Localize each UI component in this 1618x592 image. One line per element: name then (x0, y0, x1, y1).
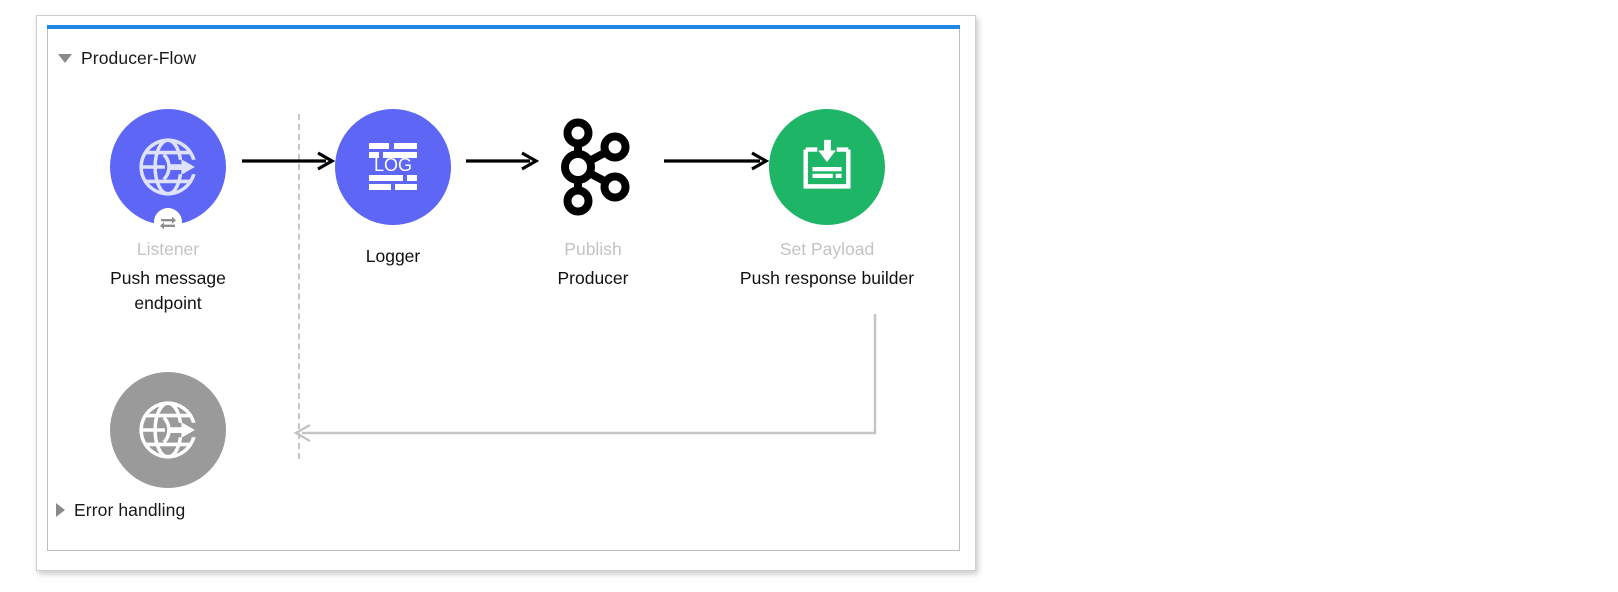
section-header-error-handling[interactable]: Error handling (56, 499, 185, 521)
listener-name-label: Push message endpoint (110, 267, 226, 313)
triangle-right-icon[interactable] (56, 503, 65, 517)
error-section-label: Error handling (74, 499, 186, 520)
triangle-down-icon[interactable] (58, 53, 72, 63)
flow-section-label: Producer-Flow (81, 47, 197, 68)
connector-publish-to-set-payload (664, 151, 772, 171)
request-response-icon (160, 216, 176, 230)
section-header-producer-flow[interactable]: Producer-Flow (58, 47, 196, 69)
kafka-icon (561, 118, 630, 216)
request-response-badge (154, 208, 182, 236)
publish-type-label: Publish (564, 239, 622, 259)
globe-arrow-icon (139, 401, 200, 459)
set-payload-icon (803, 139, 851, 189)
globe-arrow-icon (139, 138, 200, 196)
logger-name-label: Logger (365, 246, 421, 266)
source-process-divider (298, 114, 300, 459)
log-document-icon: LOG (369, 143, 417, 190)
error-listener-circle[interactable] (110, 372, 226, 488)
listener-circle[interactable] (110, 109, 226, 236)
node-listener[interactable]: Listener Push message endpoint (73, 109, 263, 316)
publish-icon-wrap[interactable] (535, 109, 651, 225)
connector-logger-to-publish (466, 151, 542, 171)
flow-editor-window: Producer-Flow (36, 15, 976, 571)
set-payload-type-label: Set Payload (779, 239, 875, 259)
set-payload-name-label: Push response builder (739, 267, 915, 288)
node-logger[interactable]: LOG Logger (298, 109, 488, 269)
logger-circle[interactable]: LOG (335, 109, 451, 225)
node-publish[interactable]: Publish Producer (498, 109, 688, 291)
listener-type-label: Listener (136, 239, 200, 259)
set-payload-circle[interactable] (769, 109, 885, 225)
connector-response-return (284, 314, 894, 449)
publish-name-label: Producer (557, 267, 629, 288)
node-set-payload[interactable]: Set Payload Push response builder (732, 109, 922, 291)
connector-listener-to-logger (242, 151, 338, 171)
panel-accent-bar (47, 25, 960, 30)
node-error-listener[interactable] (73, 372, 263, 507)
flow-panel[interactable]: Producer-Flow (47, 29, 960, 551)
svg-text:LOG: LOG (374, 155, 412, 175)
